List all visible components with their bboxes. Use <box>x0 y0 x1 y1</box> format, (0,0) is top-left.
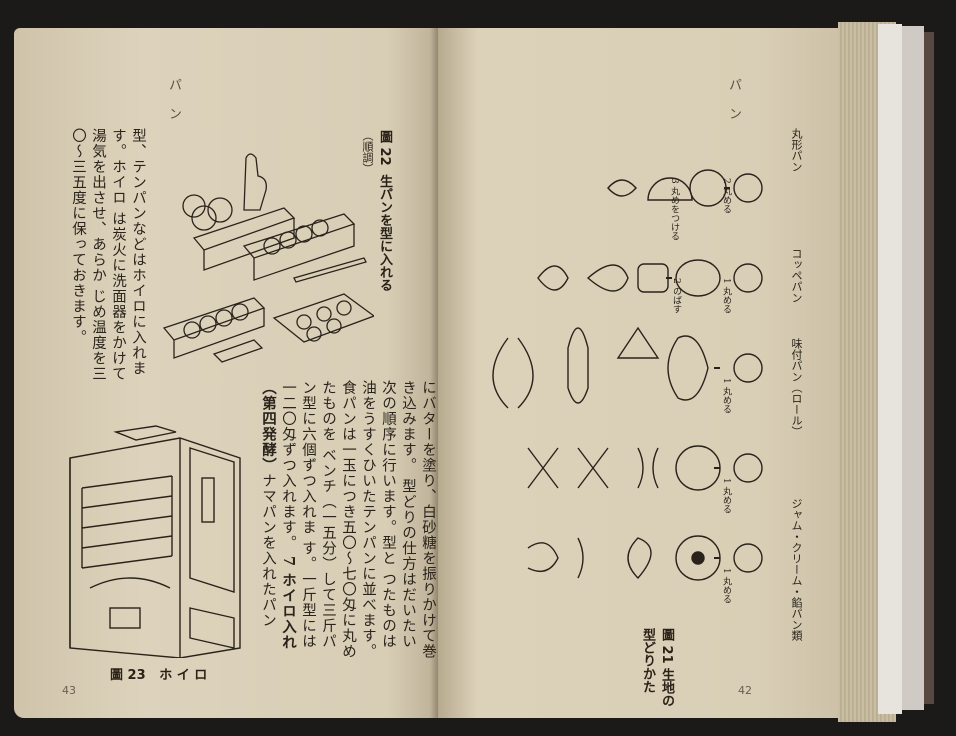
figure-22-label: 圖 22 <box>377 130 392 166</box>
figure-21-title: 生地の型どりかた <box>640 628 674 708</box>
page-number-right: 42 <box>738 684 752 697</box>
bread-type-filled: ジャム・クリーム・餡パン類 <box>790 498 803 641</box>
text-line: つたものは油をうすくひいたテンパンに並べます。 <box>360 380 396 659</box>
running-head-right: パ ン <box>726 78 741 127</box>
running-head-left: パ ン <box>166 78 181 127</box>
bread-type-koppe: コッペパン <box>790 248 803 303</box>
bread-type-roll: 味付パン（ロール） <box>790 338 803 437</box>
text-line: は炭火に洗面器をかけて湯気を出させ、あらか <box>90 128 126 382</box>
step-label: 3 丸めをつける <box>669 178 679 241</box>
body-text-column-a: 型、テンパンなどはホイロに入れます。ホイロ は炭火に洗面器をかけて湯気を出させ、… <box>68 128 148 388</box>
figure-23-caption: 圖 23 ホ イ ロ <box>110 664 207 683</box>
section-title: ホイロ入れ（第四発酵） <box>260 380 297 651</box>
step-label: 2 丸める <box>721 178 731 214</box>
figure-22: 圖 22 生パンを型に入れる （順調） <box>154 118 394 378</box>
figure-22-title: 生パンを型に入れる <box>377 174 392 292</box>
step-label: 2 のばす <box>671 278 681 314</box>
book-cover-board <box>902 26 924 710</box>
figure-21-diagram <box>492 169 763 581</box>
text-line: にバターを塗り、白砂糖を振りかけて巻き込みます。 <box>400 380 436 659</box>
step-label: 1 丸める <box>721 378 731 414</box>
figure-22-illustration <box>162 153 374 363</box>
figure-23-illustration <box>69 425 241 659</box>
section-number: 7 <box>280 556 297 568</box>
section-heading: 7 ホイロ入れ（第四発酵）ナマパンを入れたパン <box>260 380 297 651</box>
figure-22-caption: 圖 22 生パンを型に入れる （順調） <box>359 130 394 340</box>
section-text: ナマパンを入れたパン <box>260 473 276 628</box>
figure-23-title: ホ イ ロ <box>159 668 208 683</box>
figure-23: 圖 23 ホ イ ロ <box>60 418 260 688</box>
text-line: ベンチ（一五分）して三斤パン型に六個ずつ入れま <box>300 380 336 650</box>
right-page: パ ン <box>438 28 838 718</box>
bread-type-round: 丸形パン <box>790 128 803 172</box>
left-page: パ ン 型、テンパンなどはホイロに入れます。ホイロ は炭火に洗面器をかけて湯気を… <box>14 28 438 718</box>
book-spine-edge <box>924 32 934 704</box>
figure-21-caption: 圖 21 生地の型どりかた <box>638 628 676 708</box>
figure-22-note: （順調） <box>361 130 374 174</box>
step-label: 1 丸める <box>721 478 731 514</box>
page-number-left: 43 <box>62 684 76 697</box>
open-book: パ ン 型、テンパンなどはホイロに入れます。ホイロ は炭火に洗面器をかけて湯気を… <box>14 8 938 732</box>
book-cover-board <box>878 24 902 714</box>
figure-23-label: 圖 23 <box>110 668 146 683</box>
step-label: 1 丸める <box>721 278 731 314</box>
step-label: 1 丸める <box>721 568 731 604</box>
text-line: 食パンは一玉につき五〇〜七〇匁に丸めたものを <box>320 380 356 659</box>
text-line: 型どりの仕方はだいたい次の順序に行います。型と <box>380 380 416 650</box>
figure-21: 丸形パン コッペパン 味付パン（ロール） ジャム・クリーム・餡パン類 2 丸める… <box>458 128 828 668</box>
text-line: 型、テンパンなどはホイロに入れます。ホイロ <box>110 128 146 376</box>
body-text-column-b: にバターを塗り、白砂糖を振りかけて巻き込みます。 型どりの仕方はだいたい次の順序… <box>258 380 438 660</box>
figure-21-label: 圖 21 <box>659 628 674 664</box>
text-line: す。一斤型には一二〇匁ずつ入れます。 <box>280 380 316 650</box>
text-line: じめ温度を三〇〜三五度に保っておきます。 <box>70 128 106 382</box>
